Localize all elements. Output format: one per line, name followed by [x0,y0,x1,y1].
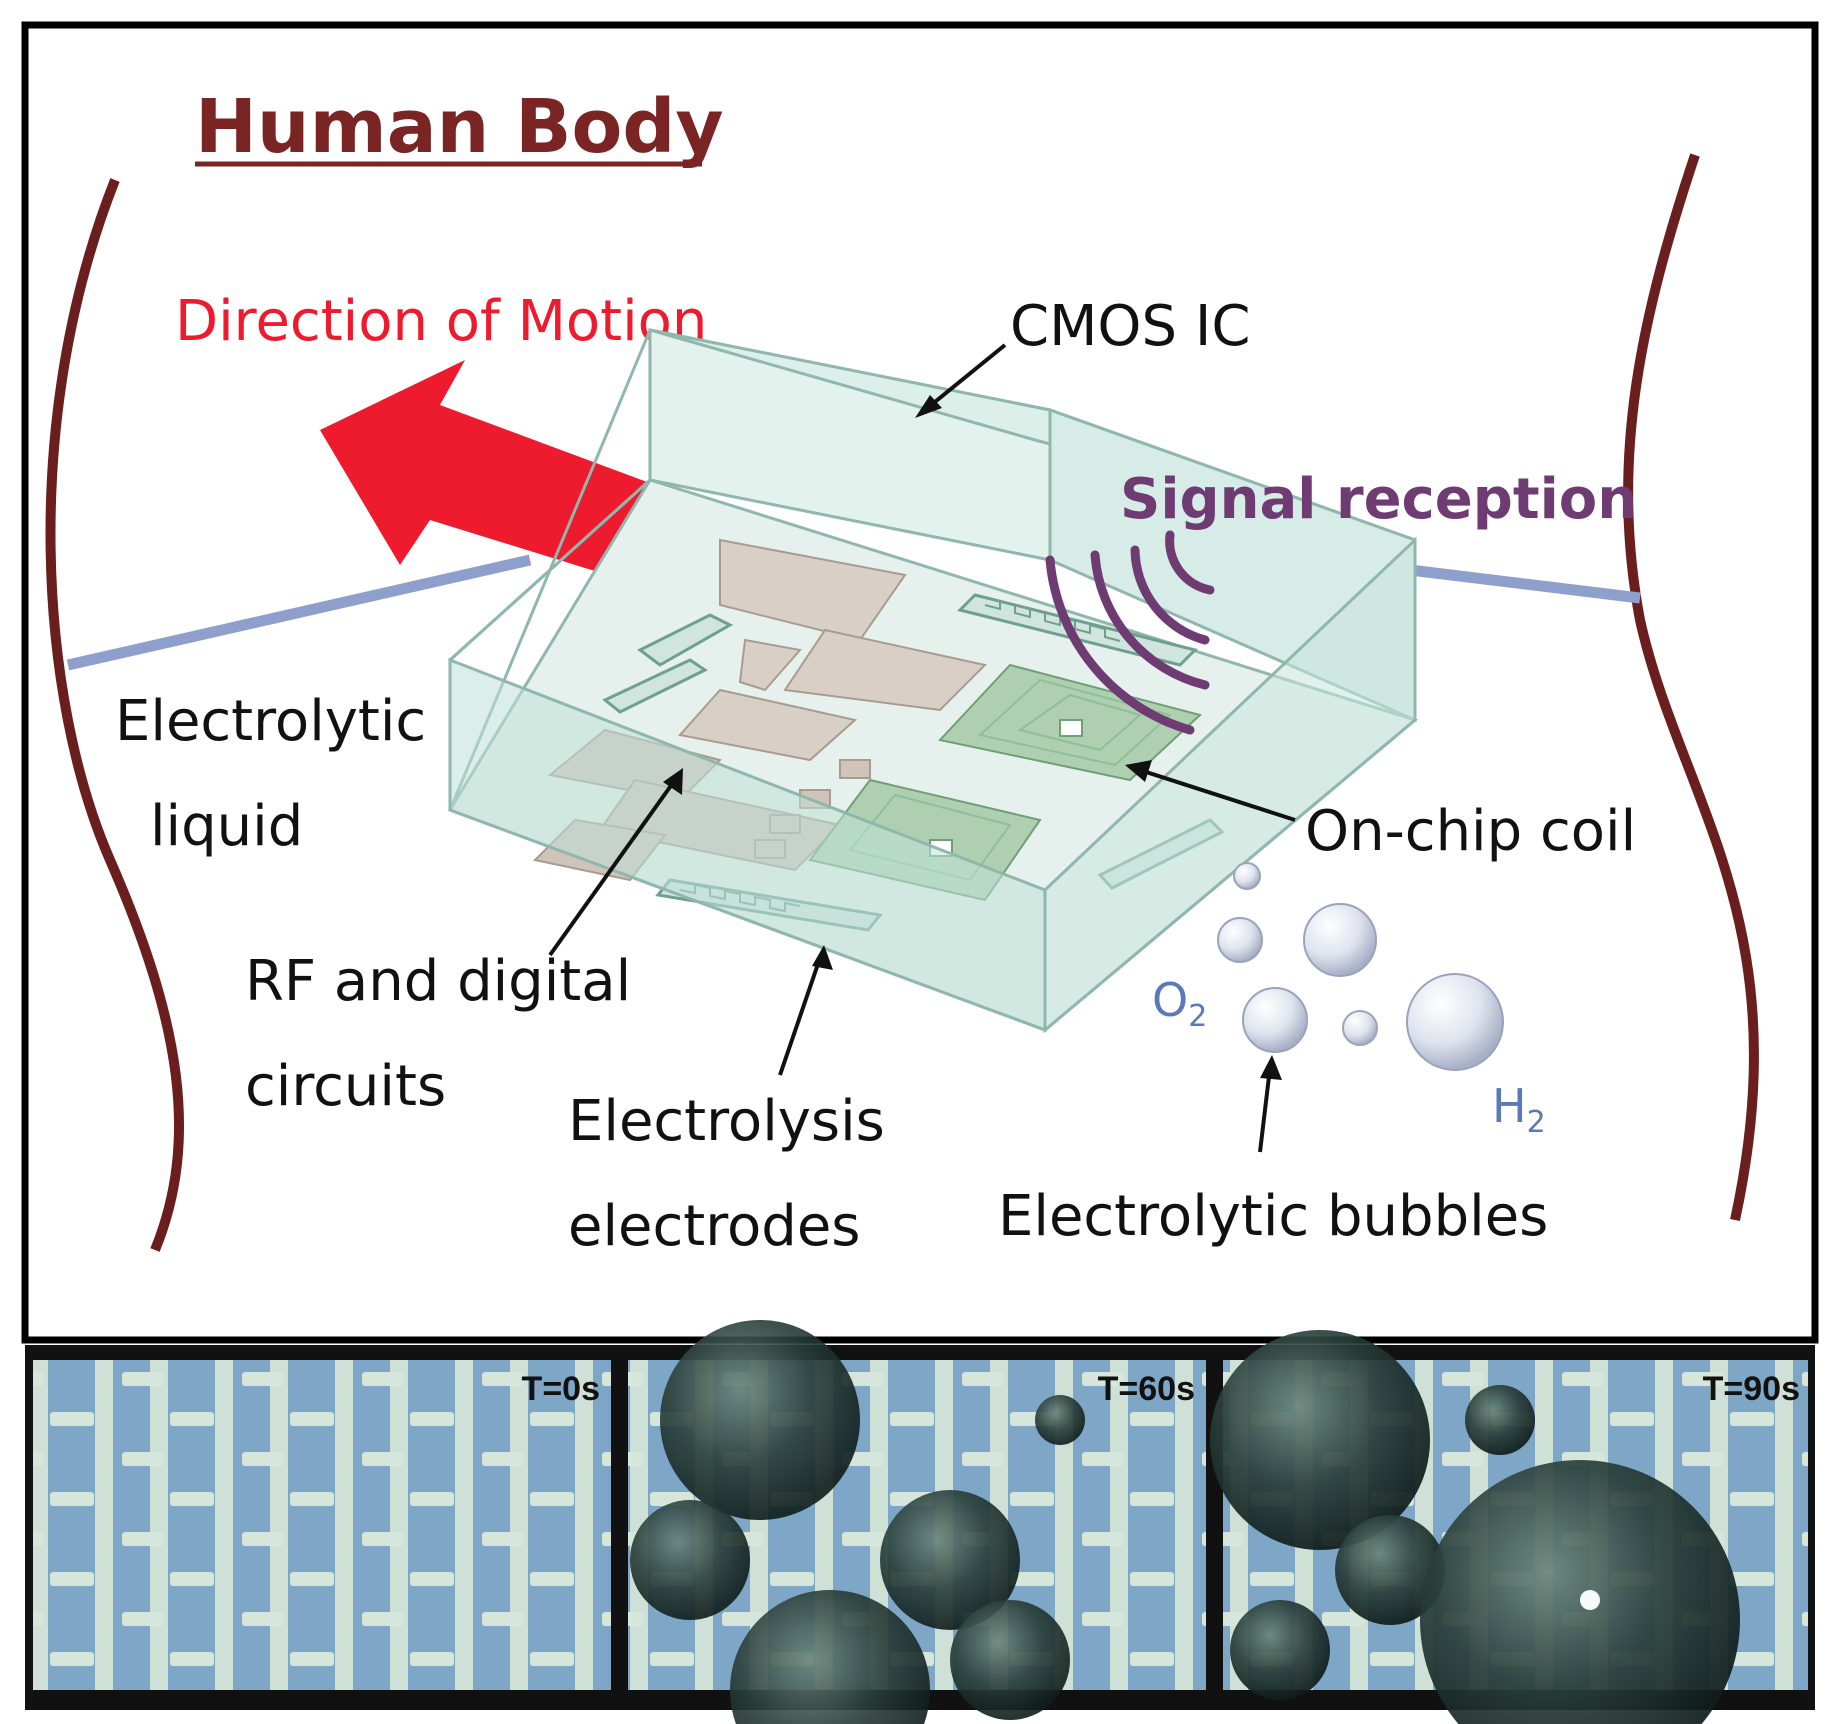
chip-top-front-edge [448,478,652,662]
photo-frame-90s: T=90s [1210,1330,1808,1724]
on-chip-coil-label: On-chip coil [1305,799,1636,864]
signal-reception-label: Signal reception [1120,467,1637,532]
tether-right [1409,564,1641,604]
tether-left [66,554,532,671]
on-chip-coil-icon [938,663,1203,782]
vessel-wall-left [45,178,184,1252]
signal-reception-icon [1045,530,1215,735]
electrolysis-electrodes-label: Electrolysis [568,1089,885,1154]
photo-frame-0s: T=0s [33,1360,611,1690]
electrolytic-bubbles-label: Electrolytic bubbles [998,1184,1548,1249]
vessel-wall-right [1623,153,1759,1222]
electrolytic-liquid-label: Electrolytic [115,689,426,754]
diagram-title: Human Body [195,84,724,170]
rf-digital-arrow [548,778,677,957]
h2-label: H2 [1492,1079,1546,1140]
photo-time-label: T=90s [1703,1370,1800,1408]
photo-time-label: T=0s [522,1370,600,1408]
cmos-label: CMOS IC [1010,294,1250,359]
electrolytic-liquid-label-2: liquid [150,794,303,859]
direction-label: Direction of Motion [175,289,707,354]
electrodes-arrow [778,957,822,1076]
photo-time-label: T=60s [1098,1370,1195,1408]
bubbles-arrow [1258,1067,1272,1153]
o2-label: O2 [1152,973,1207,1034]
electrolysis-electrodes-label-2: electrodes [568,1194,860,1259]
motion-arrow-icon [320,360,655,585]
electrolytic-bubbles-icon [1217,862,1504,1071]
rf-digital-label: RF and digital [245,949,631,1014]
rf-digital-label-2: circuits [245,1054,446,1119]
photo-frame-60s: T=60s [628,1320,1206,1724]
on-chip-coil-arrow [1139,768,1296,822]
cmos-arrow [923,343,1007,412]
chip-front-right-face [1043,536,1417,1034]
